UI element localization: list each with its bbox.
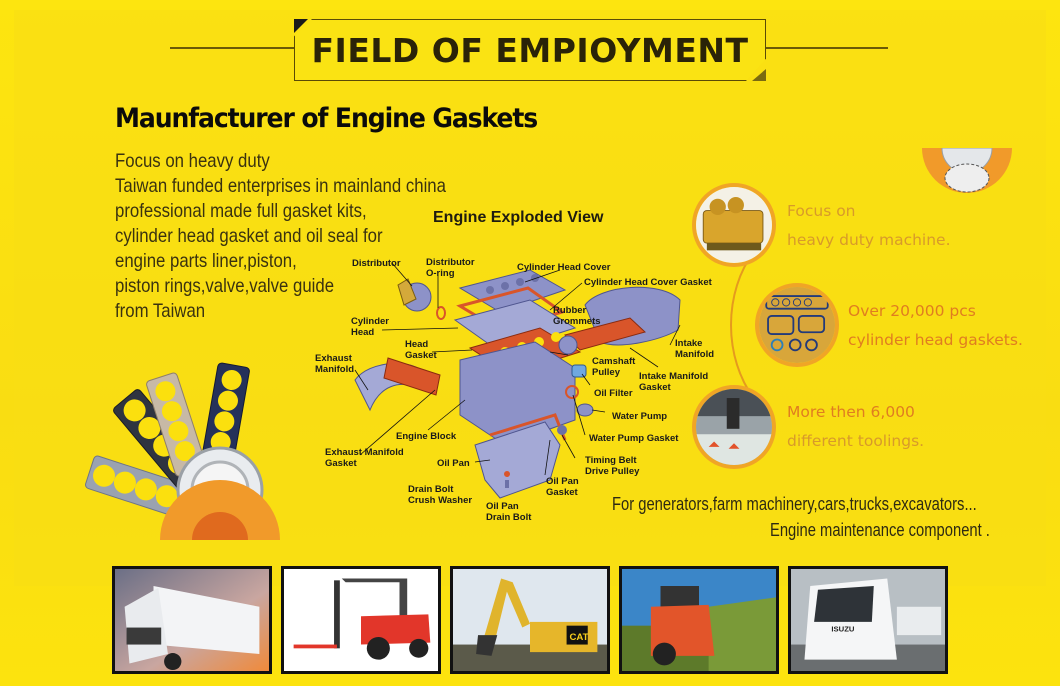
label-oil-pan-gasket: Oil Pan Gasket	[546, 476, 579, 498]
light-truck-photo: ISUZU	[788, 566, 948, 674]
gasket-kit-photo	[755, 283, 839, 367]
bearing-icon	[922, 148, 1012, 193]
exhaust-manifold-icon	[354, 357, 441, 412]
intro-description: Focus on heavy duty Taiwan funded enterp…	[115, 149, 500, 324]
timing-belt-pulley-icon	[557, 425, 567, 435]
harvester-photo	[619, 566, 779, 674]
label-intake-manifold: Intake Manifold	[675, 338, 715, 360]
intro-line: from Taiwan	[115, 300, 206, 322]
feature-3-line1: More then 6,000	[787, 403, 915, 421]
svg-text:CAT: CAT	[569, 632, 588, 643]
camshaft-pulley-icon	[558, 335, 578, 355]
label-oil-pan: Oil Pan	[437, 458, 470, 469]
intro-line: professional made full gasket kits,	[115, 200, 367, 222]
headline: Maunfacturer of Engine Gaskets	[115, 103, 538, 134]
label-exhaust-manifold: Exhaust Manifold	[315, 353, 355, 375]
cnc-tooling-photo	[692, 385, 776, 469]
label-water-pump: Water Pump	[612, 411, 668, 422]
feature-1-line2: heavy duty machine.	[787, 231, 951, 249]
truck-photo	[112, 566, 272, 674]
svg-text:ISUZU: ISUZU	[831, 624, 855, 633]
feature-2-line1: Over 20,000 pcs	[848, 302, 976, 320]
feature-3-line2: different toolings.	[787, 432, 925, 450]
label-engine-block: Engine Block	[396, 431, 457, 442]
intro-line: cylinder head gasket and oil seal for	[115, 225, 383, 247]
oil-filter-icon	[571, 364, 587, 378]
banner-rule-right	[766, 47, 888, 49]
banner-rule-left	[170, 47, 294, 49]
water-pump-icon	[576, 403, 594, 417]
page-title: FIELD OF EMPIOYMENT	[311, 30, 749, 70]
bearing-icon	[160, 446, 280, 540]
forklift-photo	[281, 566, 441, 674]
label-oil-filter: Oil Filter	[594, 388, 633, 399]
excavator-photo: CAT	[450, 566, 610, 674]
intro-line: Focus on heavy duty	[115, 150, 270, 172]
label-cylinder-head-cover-gasket: Cylinder Head Cover Gasket	[584, 277, 712, 288]
applications-subtext: Engine maintenance component .	[770, 520, 990, 540]
label-cylinder-head-cover: Cylinder Head Cover	[517, 262, 611, 273]
applications-text: For generators,farm machinery,cars,truck…	[612, 494, 977, 514]
intro-line: Taiwan funded enterprises in mainland ch…	[115, 175, 446, 197]
diagram-title: Engine Exploded View	[433, 209, 604, 226]
label-head-gasket: Head Gasket	[405, 339, 437, 361]
application-photo-strip: CAT ISUZU	[112, 566, 948, 674]
cylinder-head-icon	[453, 299, 577, 353]
feature-1-line1: Focus on	[787, 202, 856, 220]
engine-exploded-view-diagram	[354, 262, 681, 499]
title-banner	[294, 19, 766, 81]
label-exhaust-manifold-gasket: Exhaust Manifold Gasket	[325, 447, 404, 469]
oil-pan-icon	[474, 421, 561, 499]
gasket-icon	[85, 362, 250, 521]
label-drain-bolt-crush-washer: Drain Bolt Crush Washer	[408, 484, 473, 506]
label-distributor-oring: Distributor O-ring	[426, 257, 475, 279]
intro-line: engine parts liner,piston,	[115, 250, 297, 272]
distributor-icon	[397, 278, 446, 320]
gasket-fan-illustration	[85, 362, 280, 540]
diesel-engine-photo	[692, 183, 776, 267]
label-intake-manifold-gasket: Intake Manifold Gasket	[639, 371, 709, 393]
label-water-pump-gasket: Water Pump Gasket	[589, 433, 679, 444]
feature-2-line2: cylinder head gaskets.	[848, 331, 1023, 349]
label-cylinder-head: Cylinder Head	[351, 316, 390, 338]
label-timing-belt-drive-pulley: Timing Belt Drive Pulley	[585, 455, 640, 477]
label-oil-pan-drain-bolt: Oil Pan Drain Bolt	[486, 501, 532, 523]
feature-connector-arc	[730, 220, 890, 430]
label-rubber-grommets: Rubber Grommets	[553, 305, 601, 327]
intro-line: piston rings,valve,valve guide	[115, 275, 335, 297]
label-camshaft-pulley: Camshaft Pulley	[592, 356, 636, 378]
label-distributor: Distributor	[352, 258, 401, 269]
intake-manifold-icon	[564, 286, 681, 351]
